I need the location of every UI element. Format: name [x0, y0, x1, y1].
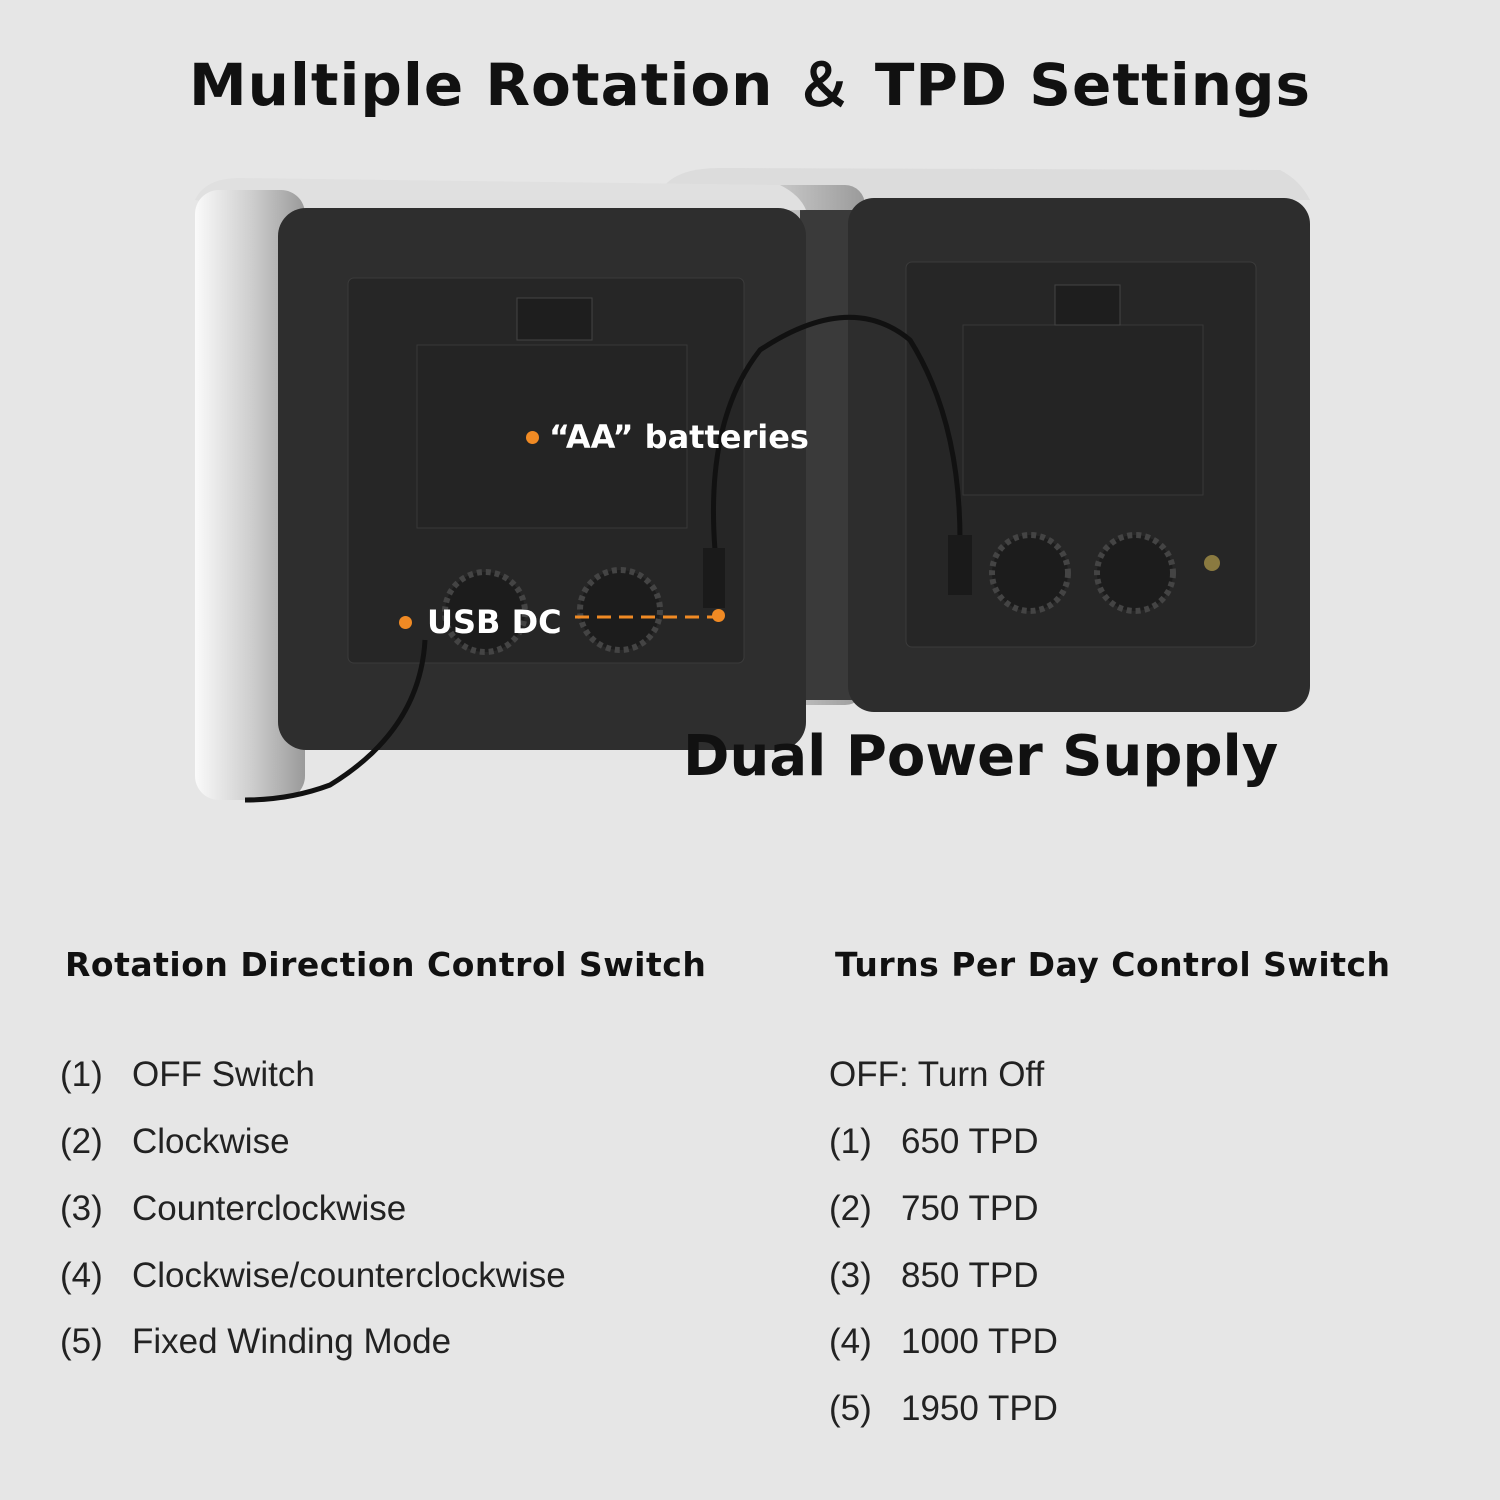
item-num: (2)	[829, 1189, 872, 1228]
list-item-off: OFF: Turn Off	[829, 1055, 1045, 1094]
item-label: Fixed Winding Mode	[132, 1322, 452, 1361]
item-num: (4)	[829, 1322, 872, 1361]
list-item: (5) 1950 TPD	[829, 1389, 1058, 1429]
item-label: OFF Switch	[132, 1055, 315, 1094]
item-label: 1950 TPD	[901, 1389, 1058, 1428]
batteries-callout: “AA” batteries	[549, 418, 809, 456]
item-num: (4)	[60, 1256, 103, 1295]
batteries-callout-dot	[526, 431, 539, 444]
item-label: Counterclockwise	[132, 1189, 407, 1228]
item-num: (3)	[60, 1189, 103, 1228]
list-item: (3) Counterclockwise	[60, 1189, 406, 1229]
rotation-heading: Rotation Direction Control Switch	[65, 945, 707, 984]
watch-winder-product-image	[195, 185, 1310, 803]
list-item: (5) Fixed Winding Mode	[60, 1322, 451, 1362]
item-label: 850 TPD	[901, 1256, 1039, 1295]
item-num: (3)	[829, 1256, 872, 1295]
item-label: 750 TPD	[901, 1189, 1039, 1228]
list-item: (2) 750 TPD	[829, 1189, 1039, 1229]
item-num: (5)	[60, 1322, 103, 1361]
list-item: (3) 850 TPD	[829, 1256, 1039, 1296]
list-item: (4) 1000 TPD	[829, 1322, 1058, 1362]
item-label: Clockwise/counterclockwise	[132, 1256, 566, 1295]
usb-port-dot	[712, 609, 725, 622]
item-num: (2)	[60, 1122, 103, 1161]
item-label: 1000 TPD	[901, 1322, 1058, 1361]
item-num: (1)	[829, 1122, 872, 1161]
item-num: (1)	[60, 1055, 103, 1094]
dual-power-heading: Dual Power Supply	[683, 724, 1279, 789]
item-label: 650 TPD	[901, 1122, 1039, 1161]
list-item: (1) OFF Switch	[60, 1055, 315, 1095]
tpd-heading: Turns Per Day Control Switch	[835, 945, 1391, 984]
list-item: (4) Clockwise/counterclockwise	[60, 1256, 566, 1296]
list-item: (1) 650 TPD	[829, 1122, 1039, 1162]
item-label: Clockwise	[132, 1122, 290, 1161]
usb-callout: USB DC	[427, 603, 562, 641]
page-title: Multiple Rotation ＆ TPD Settings	[188, 51, 1312, 119]
item-num: (5)	[829, 1389, 872, 1428]
usb-callout-dot	[399, 616, 412, 629]
list-item: (2) Clockwise	[60, 1122, 290, 1162]
